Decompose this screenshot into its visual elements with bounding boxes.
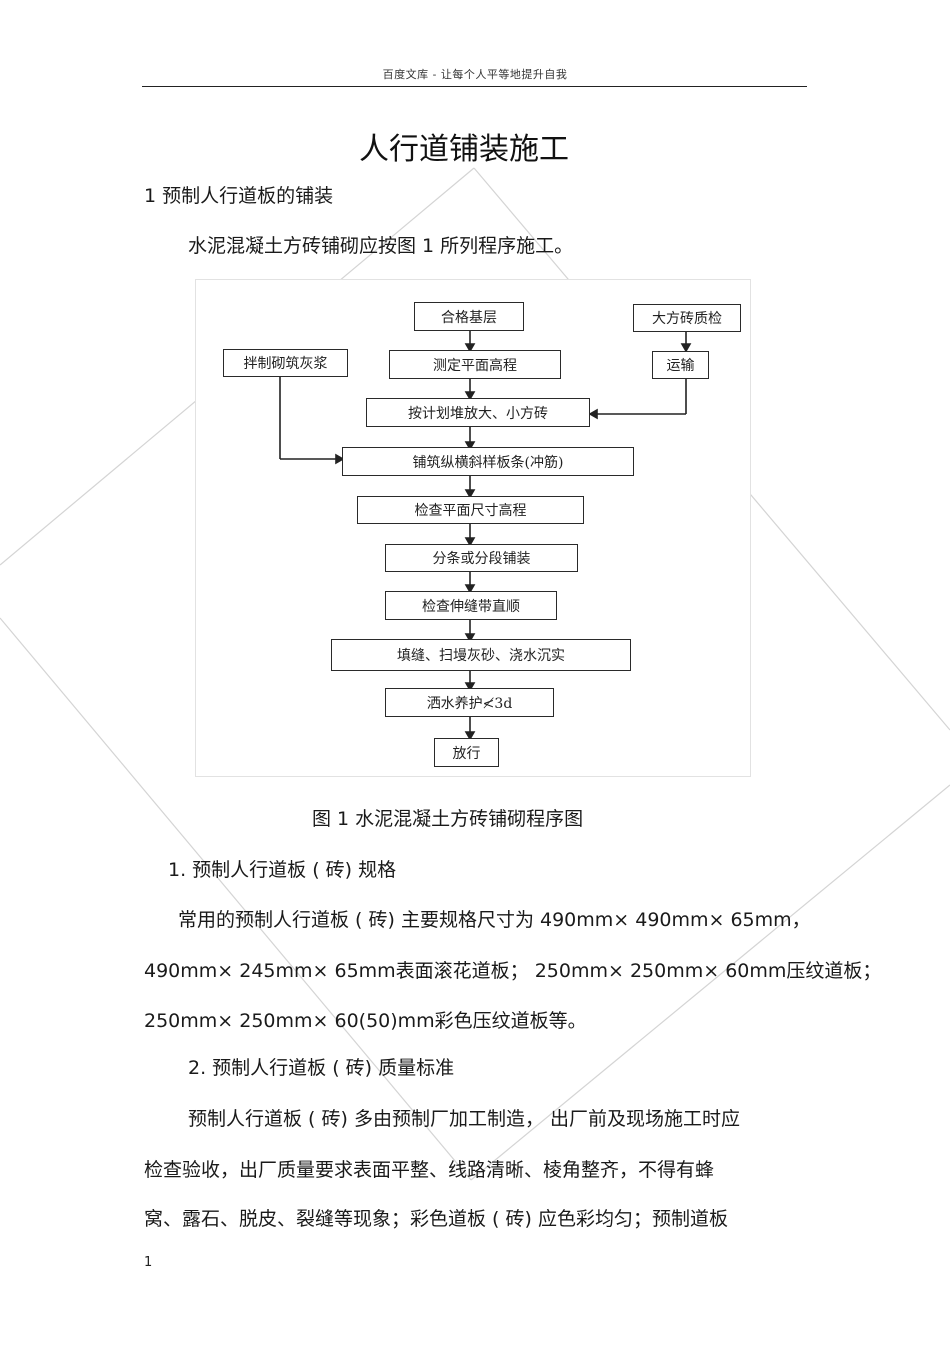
- quality-paragraph-line-1: 预制人行道板 ( 砖) 多由预制厂加工制造， 出厂前及现场施工时应: [188, 1108, 740, 1130]
- section-heading: 1 预制人行道板的铺装: [144, 185, 334, 207]
- flow-box-curing: 洒水养护≮3d: [385, 688, 554, 717]
- spec-paragraph-line-3: 250mm× 250mm× 60(50)mm彩色压纹道板等。: [144, 1010, 587, 1032]
- spec-paragraph-line-2: 490mm× 245mm× 65mm表面滚花道板； 250mm× 250mm× …: [144, 960, 882, 982]
- subsection-heading-quality: 2. 预制人行道板 ( 砖) 质量标准: [188, 1057, 455, 1079]
- flow-box-qualified-base: 合格基层: [414, 302, 524, 331]
- subsection-heading-specs: 1. 预制人行道板 ( 砖) 规格: [168, 859, 397, 881]
- header-divider: [142, 86, 807, 87]
- flow-box-fill-joints: 填缝、扫墁灰砂、浇水沉实: [331, 639, 631, 671]
- intro-paragraph: 水泥混凝土方砖铺砌应按图 1 所列程序施工。: [188, 235, 574, 257]
- flow-box-lay-in-sections: 分条或分段铺装: [385, 544, 578, 572]
- flow-box-check-joints: 检查伸缝带直顺: [385, 591, 557, 620]
- spec-paragraph-line-1: 常用的预制人行道板 ( 砖) 主要规格尺寸为 490mm× 490mm× 65m…: [178, 909, 811, 931]
- flow-box-mix-mortar: 拌制砌筑灰浆: [223, 349, 348, 377]
- page-number: 1: [144, 1255, 153, 1270]
- quality-paragraph-line-2: 检查验收，出厂质量要求表面平整、线路清晰、棱角整齐，不得有蜂: [144, 1159, 715, 1181]
- flow-box-lay-strips: 铺筑纵横斜样板条(冲筋): [342, 447, 634, 476]
- document-title: 人行道铺装施工: [359, 132, 569, 167]
- flow-box-brick-inspection: 大方砖质检: [633, 304, 741, 332]
- quality-paragraph-line-3: 窝、露石、脱皮、裂缝等现象；彩色道板 ( 砖) 应色彩均匀；预制道板: [144, 1208, 728, 1230]
- flow-box-open-traffic: 放行: [434, 738, 499, 767]
- flow-box-measure-elevation: 测定平面高程: [389, 350, 561, 379]
- page-header: 百度文库 - 让每个人平等地提升自我: [382, 68, 568, 81]
- flow-box-check-dimensions: 检查平面尺寸高程: [357, 496, 584, 524]
- flow-box-stack-bricks: 按计划堆放大、小方砖: [366, 398, 590, 427]
- figure-caption: 图 1 水泥混凝土方砖铺砌程序图: [312, 808, 584, 830]
- flow-box-transport: 运输: [652, 351, 709, 379]
